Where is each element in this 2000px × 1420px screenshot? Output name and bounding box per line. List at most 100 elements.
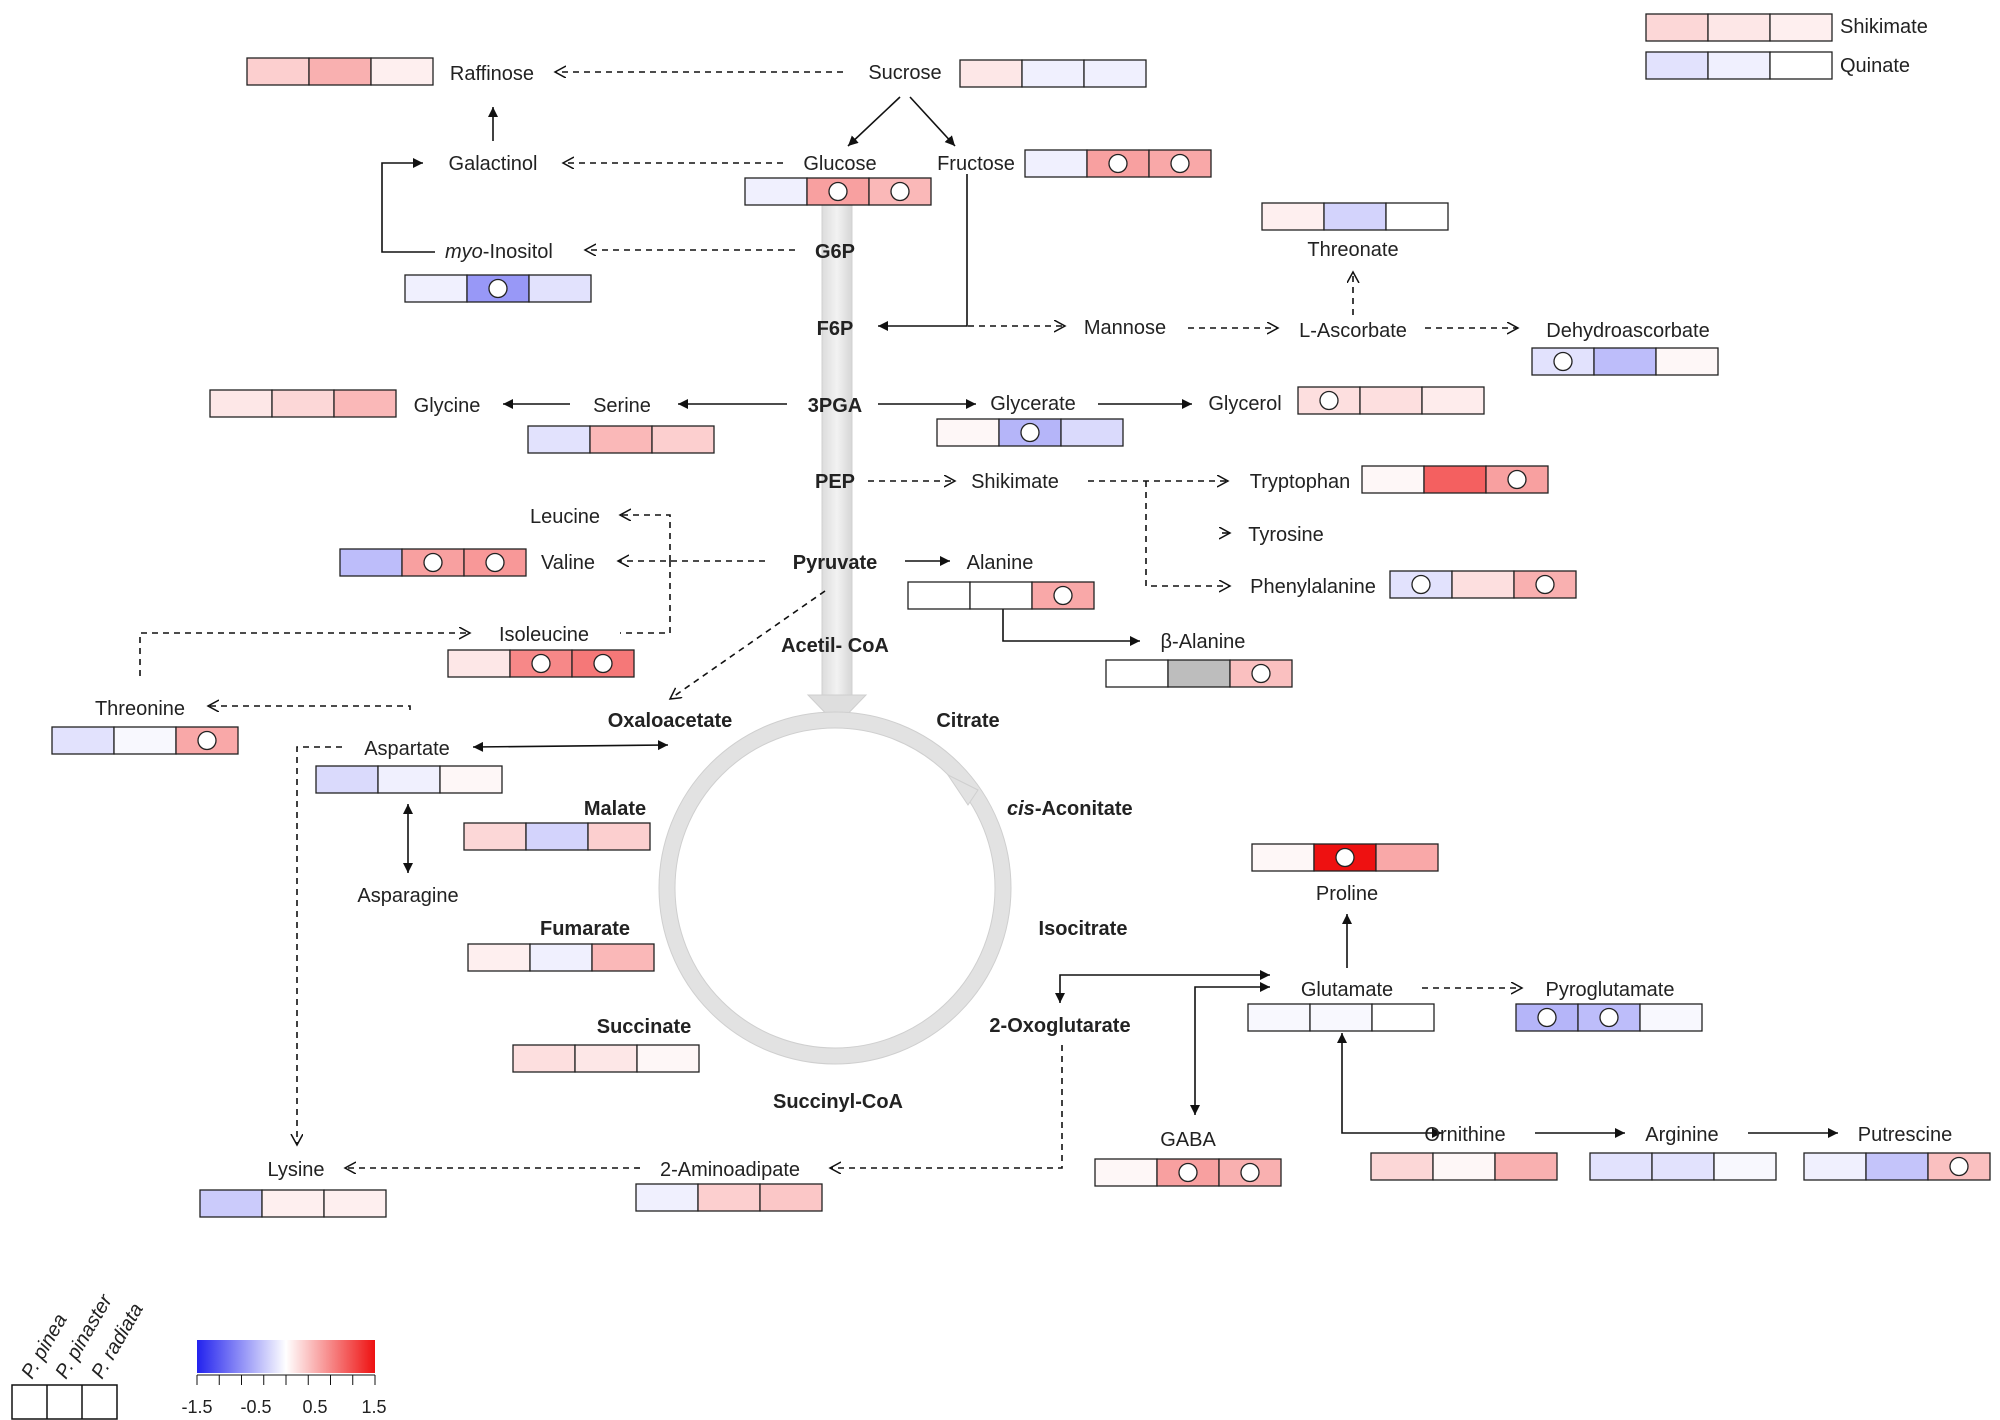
heatmap-tryptophan <box>1361 465 1549 494</box>
label-glucose: Glucose <box>803 153 876 175</box>
color-scale-ticks <box>196 1375 376 1385</box>
label-gaba: GABA <box>1160 1129 1216 1151</box>
label-dehydroascorbate: Dehydroascorbate <box>1546 320 1709 342</box>
label-threonine: Threonine <box>95 698 185 720</box>
label-aspartate: Aspartate <box>364 738 450 760</box>
heatmap-cell-beta_alanine-1 <box>1167 659 1231 688</box>
heatmap-cell-serine-2 <box>651 425 715 454</box>
label-arginine: Arginine <box>1645 1124 1718 1146</box>
heatmap-ornithine <box>1370 1152 1558 1181</box>
heatmap-cell-glycerol-2 <box>1421 386 1485 415</box>
significance-marker <box>1949 1156 1969 1177</box>
central-flow-arrow <box>806 204 868 726</box>
legend-quinate-label: Quinate <box>1840 55 1910 77</box>
heatmap-cell-fumarate-1 <box>529 943 593 972</box>
label-proline: Proline <box>1316 883 1378 905</box>
heatmap-cell-dehydroascorbate-1 <box>1593 347 1657 376</box>
significance-marker <box>1178 1162 1198 1183</box>
label-3pga: 3PGA <box>808 395 862 417</box>
heatmap-isoleucine <box>447 649 635 678</box>
heatmap-cell-arginine-2 <box>1713 1152 1777 1181</box>
significance-marker <box>593 653 613 674</box>
heatmap-cell-sucrose-1 <box>1021 59 1085 88</box>
label-isoleucine: Isoleucine <box>499 624 589 646</box>
heatmap-fructose <box>1024 149 1212 178</box>
label-cis-prefix: cis <box>1007 798 1035 820</box>
heatmap-cell-malate-1 <box>525 822 589 851</box>
label-lysine: Lysine <box>267 1159 324 1181</box>
heatmap-cell-succinate-1 <box>574 1044 638 1073</box>
label-tyrosine: Tyrosine <box>1248 524 1324 546</box>
heatmap-cell-fumarate-2 <box>591 943 655 972</box>
label-phenylalanine: Phenylalanine <box>1250 576 1376 598</box>
label-fumarate: Fumarate <box>540 918 630 940</box>
significance-marker <box>423 552 443 573</box>
heatmap-fumarate <box>467 943 655 972</box>
heatmap-cell-aminoadipate-0 <box>635 1183 699 1212</box>
heatmap-cell-fructose-0 <box>1024 149 1088 178</box>
heatmap-cell-aspartate-2 <box>439 765 503 794</box>
heatmap-cell-glutamate-2 <box>1371 1003 1435 1032</box>
heatmap-cell-arginine-1 <box>1651 1152 1715 1181</box>
label-serine: Serine <box>593 395 651 417</box>
heatmap-cell-glycine-0 <box>209 389 273 418</box>
heatmap-aminoadipate <box>635 1183 823 1212</box>
heatmap-cell-glycerol-1 <box>1359 386 1423 415</box>
heatmap-cell-glutamate-1 <box>1309 1003 1373 1032</box>
legend-shikimate-boxes <box>1645 13 1833 42</box>
heatmap-cell-valine-0 <box>339 548 403 577</box>
heatmap-cell-pyroglutamate-2 <box>1639 1003 1703 1032</box>
heatmap-glucose <box>744 177 932 206</box>
significance-marker <box>1507 469 1527 490</box>
heatmap-cell-legend-shikimate-0 <box>1645 13 1709 42</box>
label-g6p: G6P <box>815 241 855 263</box>
significance-marker <box>197 730 217 751</box>
heatmap-myo_inositol <box>404 274 592 303</box>
label-myo-suffix: -Inositol <box>483 241 553 263</box>
heatmap-cell-alanine-1 <box>969 581 1033 610</box>
label-tryptophan: Tryptophan <box>1250 471 1350 493</box>
significance-marker <box>488 278 508 299</box>
significance-marker <box>531 653 551 674</box>
significance-marker <box>1535 574 1555 595</box>
heatmap-valine <box>339 548 527 577</box>
heatmap-lysine <box>199 1189 387 1218</box>
heatmap-cell-glycerate-0 <box>936 418 1000 447</box>
heatmap-cell-threonate-1 <box>1323 202 1387 231</box>
significance-marker <box>485 552 505 573</box>
heatmap-cell-arginine-0 <box>1589 1152 1653 1181</box>
heatmap-cell-threonine-0 <box>51 726 115 755</box>
heatmap-cell-serine-0 <box>527 425 591 454</box>
label-ornithine: Ornithine <box>1424 1124 1505 1146</box>
legend-shikimate-label: Shikimate <box>1840 16 1928 38</box>
heatmap-cell-gaba-0 <box>1094 1158 1158 1187</box>
heatmap-cell-legend-quinate-0 <box>1645 51 1709 80</box>
scale-tick-label-2: 0.5 <box>302 1397 327 1417</box>
label-cis-suffix: -Aconitate <box>1035 798 1133 820</box>
heatmap-glycine <box>209 389 397 418</box>
label-pyroglutamate: Pyroglutamate <box>1546 979 1675 1001</box>
heatmap-beta_alanine <box>1105 659 1293 688</box>
label-isocitrate: Isocitrate <box>1039 918 1128 940</box>
heatmap-cell-alanine-0 <box>907 581 971 610</box>
heatmap-legend-shikimate <box>1645 13 1833 42</box>
label-succinyl-coa: Succinyl-CoA <box>773 1091 903 1113</box>
heatmap-cell-aspartate-0 <box>315 765 379 794</box>
heatmap-glycerate <box>936 418 1124 447</box>
heatmap-cell-ornithine-1 <box>1432 1152 1496 1181</box>
heatmap-pyroglutamate <box>1515 1003 1703 1032</box>
heatmap-cell-legend-shikimate-2 <box>1769 13 1833 42</box>
heatmap-cell-threonate-0 <box>1261 202 1325 231</box>
label-succinate: Succinate <box>597 1016 691 1038</box>
label-glycerol: Glycerol <box>1208 393 1281 415</box>
label-glycerate: Glycerate <box>990 393 1076 415</box>
significance-marker <box>1053 585 1073 606</box>
label-acetyl-coa: Acetil- CoA <box>781 635 889 657</box>
significance-marker <box>1319 390 1339 411</box>
heatmap-cell-ornithine-2 <box>1494 1152 1558 1181</box>
heatmap-cell-tryptophan-1 <box>1423 465 1487 494</box>
heatmap-cell-glycerate-2 <box>1060 418 1124 447</box>
label-malate: Malate <box>584 798 646 820</box>
significance-marker <box>890 181 910 202</box>
